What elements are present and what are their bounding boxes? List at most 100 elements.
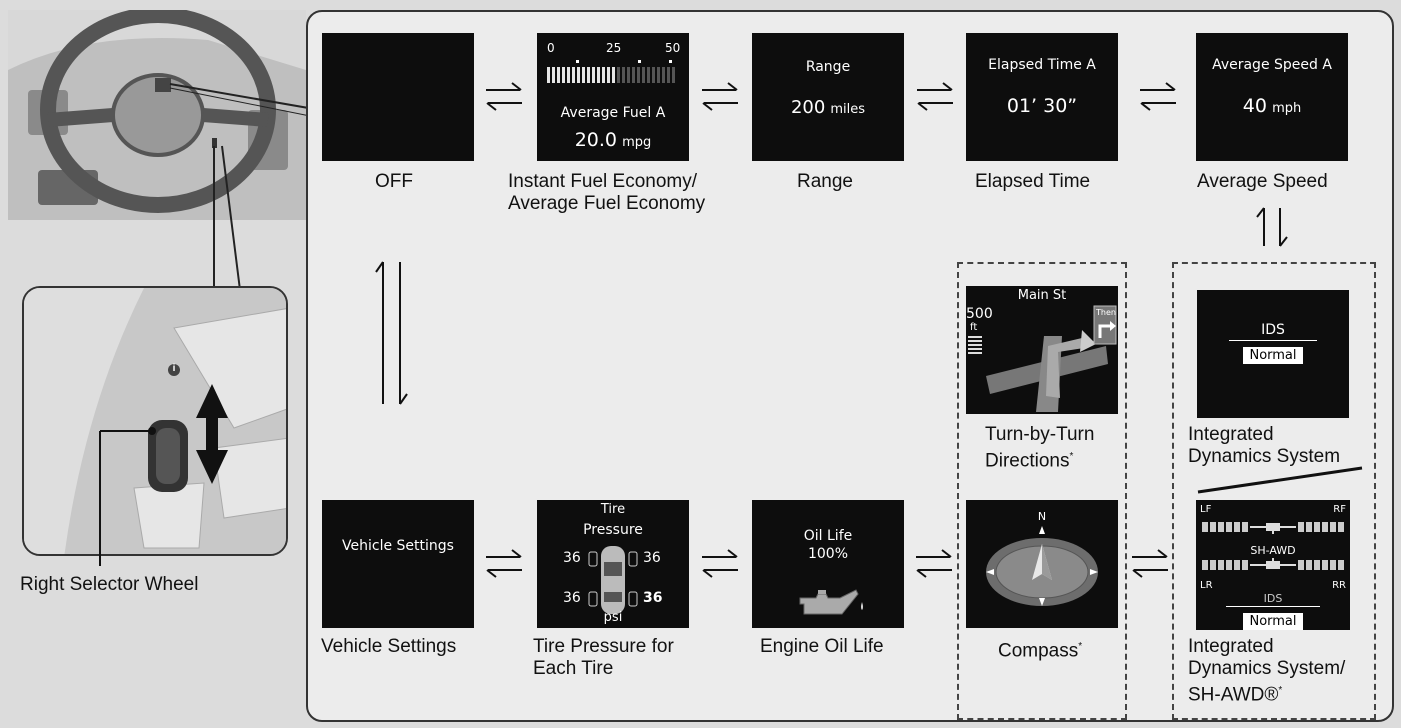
compass-north: N [1037, 510, 1047, 523]
oil-title: Oil Life [803, 528, 853, 544]
swap-arrow-range-elapsed [917, 82, 953, 111]
oil-value: 100% [807, 546, 849, 562]
compass-asterisk: * [1078, 641, 1083, 652]
compass-rose-graphic [986, 526, 1098, 606]
elapsed-value: 01’ 30” [1006, 95, 1078, 117]
ids-caption-line1: Integrated [1188, 424, 1274, 445]
tire-caption-line2: Each Tire [533, 658, 614, 679]
sh-awd-screen: LF RF SH-AWD LR RR IDS Normal [1196, 500, 1350, 630]
tire-rr: 36 [643, 590, 663, 606]
vehicle-caption: Vehicle Settings [321, 636, 457, 657]
dynamics-group-box [1172, 262, 1376, 720]
tire-title-line2: Pressure [583, 522, 643, 538]
speed-caption: Average Speed [1197, 171, 1328, 192]
awd-rf: RF [1333, 504, 1346, 515]
ids-title: IDS [1261, 322, 1285, 338]
awd-lf: LF [1200, 504, 1212, 515]
awd-caption-line2: Dynamics System/ [1188, 658, 1346, 679]
fuel-value-row: 20.0 mpg [537, 129, 689, 151]
fuel-value: 20.0 [574, 129, 618, 151]
fuel-caption-line2: Average Fuel Economy [508, 193, 706, 214]
range-screen: Range 200 miles [752, 33, 904, 161]
turn-then-label: Then [1096, 308, 1116, 317]
average-speed-screen: Average Speed A 40 mph [1196, 33, 1348, 161]
elapsed-time-screen: Elapsed Time A 01’ 30” [966, 33, 1118, 161]
info-icon: i [172, 363, 176, 374]
range-caption: Range [797, 171, 853, 192]
awd-torque-bars [1202, 522, 1344, 570]
elapsed-title: Elapsed Time A [988, 57, 1096, 73]
tire-fr: 36 [643, 550, 661, 566]
turn-asterisk: * [1069, 451, 1074, 462]
turn-distance-unit: ft [970, 322, 978, 333]
turn-caption-text: Directions [985, 450, 1070, 472]
swap-arrow-off-fuel [486, 82, 522, 111]
awd-divider [1226, 606, 1320, 607]
range-value-row: 200 miles [752, 97, 904, 118]
tire-caption-line1: Tire Pressure for [533, 636, 674, 657]
tire-rl: 36 [563, 590, 581, 606]
ids-mode-row: Normal [1197, 344, 1349, 364]
fuel-scale-25: 25 [606, 41, 622, 55]
awd-mode-chip: Normal [1243, 613, 1303, 630]
awd-asterisk: * [1278, 685, 1283, 696]
swap-arrow-vehicle-tire [486, 549, 522, 578]
navigation-group-box [957, 262, 1127, 720]
ids-screen: IDS Normal [1197, 290, 1349, 418]
range-value: 200 [790, 97, 826, 118]
selector-wheel-closeup: i [22, 286, 288, 556]
range-title: Range [805, 59, 851, 75]
tire-title-line1: Tire [600, 502, 626, 517]
awd-lr: LR [1200, 580, 1213, 591]
swap-arrow-speed-ids [1256, 207, 1288, 247]
off-caption: OFF [375, 171, 413, 192]
vehicle-settings-screen: Vehicle Settings [322, 500, 474, 628]
range-unit: miles [830, 102, 866, 117]
car-top-view-icon [588, 546, 638, 614]
swap-arrow-tire-oil [702, 549, 738, 578]
swap-arrow-oil-compass [916, 549, 952, 578]
speed-value: 40 [1242, 95, 1267, 117]
awd-mode-row: Normal [1196, 610, 1350, 630]
fuel-scale-50: 50 [665, 41, 681, 55]
compass-caption: Compass* [998, 636, 1082, 662]
vehicle-title: Vehicle Settings [342, 538, 454, 554]
fuel-unit: mpg [622, 135, 652, 150]
speed-unit: mph [1272, 101, 1302, 116]
turn-map-graphic [968, 305, 1117, 412]
awd-caption-text: SH-AWD® [1188, 684, 1279, 706]
off-screen [322, 33, 474, 161]
ids-divider [1229, 340, 1317, 341]
tire-pressure-screen: Tire Pressure 36 36 36 36 psi [537, 500, 689, 628]
awd-caption-line3: SH-AWD®* [1188, 680, 1282, 706]
ids-caption-line2: Dynamics System [1188, 446, 1341, 467]
steering-wheel-illustration [8, 7, 306, 220]
swap-arrow-fuel-range [702, 82, 738, 111]
right-selector-wheel-label: Right Selector Wheel [20, 574, 199, 595]
swap-arrow-elapsed-speed [1140, 82, 1176, 111]
awd-rr: RR [1332, 580, 1346, 591]
wheel-pointer-line [99, 427, 156, 566]
swap-arrow-compass-awd [1132, 549, 1168, 578]
callout-lines [169, 83, 321, 291]
fuel-scale-0: 0 [547, 41, 555, 55]
turn-street: Main St [1017, 288, 1067, 303]
oil-caption: Engine Oil Life [760, 636, 884, 657]
divider-slash [1197, 466, 1363, 494]
oil-can-icon [799, 589, 863, 615]
speed-title: Average Speed A [1212, 57, 1332, 73]
compass-caption-text: Compass [998, 640, 1079, 662]
ids-mode-chip: Normal [1243, 347, 1303, 364]
tire-fl: 36 [563, 550, 581, 566]
awd-center-label: SH-AWD [1250, 544, 1296, 557]
awd-ids-title: IDS [1263, 592, 1283, 605]
turn-by-turn-screen: Main St 500 ft Then [966, 286, 1118, 414]
oil-life-screen: Oil Life 100% [752, 500, 904, 628]
elapsed-caption: Elapsed Time [975, 171, 1091, 192]
fuel-bar-gauge [547, 60, 675, 83]
tire-unit: psi [603, 610, 623, 625]
turn-distance: 500 [966, 306, 993, 322]
turn-caption-line2: Directions* [985, 446, 1073, 472]
compass-screen: N [966, 500, 1118, 628]
fuel-economy-screen: 0 25 50 Average Fuel A 20.0 mpg [537, 33, 689, 161]
